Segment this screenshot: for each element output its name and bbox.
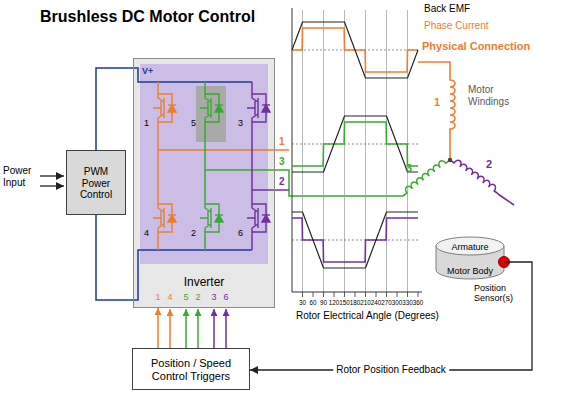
- node-text: PWM Power Control: [70, 166, 122, 201]
- sensor-label: Position Sensor(s): [474, 283, 530, 304]
- connector: [96, 68, 133, 150]
- motor-body: ArmatureMotor Body: [436, 240, 504, 276]
- axis-number: 360: [413, 299, 424, 306]
- phase-current-wave: [292, 218, 418, 262]
- phase-number: 3: [279, 156, 285, 168]
- plot-axis: [292, 8, 422, 292]
- legend-text: Phase Current: [424, 20, 488, 32]
- switch-number: 6: [238, 228, 243, 238]
- transistor-symbols: [153, 90, 270, 236]
- phase-current-wave: [292, 122, 418, 166]
- switch-number: 1: [144, 118, 149, 128]
- trigger-number: 2: [195, 292, 200, 302]
- axis-tick: [323, 292, 324, 297]
- trigger-number: 3: [211, 292, 216, 302]
- winding-number: 3: [406, 162, 412, 175]
- grid-line: [302, 10, 303, 292]
- axis-number: 240: [371, 299, 382, 306]
- control-trigger-box: Position / Speed Control Triggers: [132, 348, 250, 390]
- inverter-box: Inverter: [133, 58, 275, 308]
- legend-text: Back EMF: [424, 3, 470, 15]
- power-input-arrows: [40, 176, 64, 186]
- axis-tick: [397, 292, 398, 297]
- grid-line: [386, 10, 387, 292]
- motor-body-cylinder: [436, 237, 504, 279]
- inverter-bridge-area: [140, 64, 268, 264]
- axis-title: Rotor Electrical Angle (Degrees): [296, 310, 439, 322]
- axis-tick: [355, 292, 356, 297]
- switch-number: 4: [144, 228, 149, 238]
- diagram-title: Brushless DC Motor Control: [40, 8, 255, 26]
- waveform-plot: [292, 8, 422, 297]
- axis-tick: [365, 292, 366, 297]
- grid-line: [344, 10, 345, 292]
- axis-tick: [407, 292, 408, 297]
- back-emf-wave: [292, 212, 418, 268]
- connection-label: Physical Connection: [422, 40, 530, 53]
- connector-label: Rotor Position Feedback: [333, 364, 449, 376]
- axis-tick: [334, 292, 335, 297]
- motor-windings: [400, 62, 514, 205]
- connector: [250, 262, 532, 370]
- trigger-arrows: [170, 309, 226, 348]
- switch-number: 5: [191, 118, 196, 128]
- back-emf-wave: [292, 116, 418, 172]
- axis-number: 210: [360, 299, 371, 306]
- axis-number: 180: [350, 299, 361, 306]
- axis-tick: [302, 292, 303, 297]
- node-text: Inverter: [184, 276, 225, 290]
- windings-label: Motor Windings: [468, 84, 530, 107]
- trigger-number: 5: [183, 292, 188, 302]
- axis-tick: [376, 292, 377, 297]
- axis-number: 300: [392, 299, 403, 306]
- axis-number: 150: [339, 299, 350, 306]
- axis-number: 330: [402, 299, 413, 306]
- power-input-label: Power Input: [3, 165, 39, 188]
- axis-number: 60: [309, 299, 316, 306]
- back-emf-wave: [292, 22, 418, 78]
- connector: [157, 308, 159, 348]
- axis-tick: [418, 292, 419, 297]
- trigger-number: 6: [223, 292, 228, 302]
- axis-number: 30: [299, 299, 306, 306]
- winding-number: 1: [434, 96, 440, 109]
- axis-tick: [313, 292, 314, 297]
- pwm-control-box: PWM Power Control: [66, 150, 126, 215]
- switch-number: 3: [238, 118, 243, 128]
- active-switch-shade: [196, 86, 226, 142]
- inverter-housing: [133, 58, 275, 308]
- phase-number: 2: [279, 176, 285, 188]
- phase-leg-u: [158, 82, 289, 250]
- axis-number: 270: [381, 299, 392, 306]
- trigger-number: 4: [167, 292, 172, 302]
- winding-number: 2: [486, 158, 492, 171]
- node-text: Position / Speed Control Triggers: [136, 357, 246, 382]
- axis-number: 90: [320, 299, 327, 306]
- axis-tick: [386, 292, 387, 297]
- axis-number: 120: [329, 299, 340, 306]
- supply-label: V+: [142, 66, 153, 76]
- switch-number: 2: [191, 228, 196, 238]
- phase-number: 1: [279, 136, 285, 148]
- axis-tick: [344, 292, 345, 297]
- node-text: Armature: [451, 242, 488, 252]
- trigger-number: 1: [155, 292, 160, 302]
- node-text: Motor Body: [447, 266, 493, 276]
